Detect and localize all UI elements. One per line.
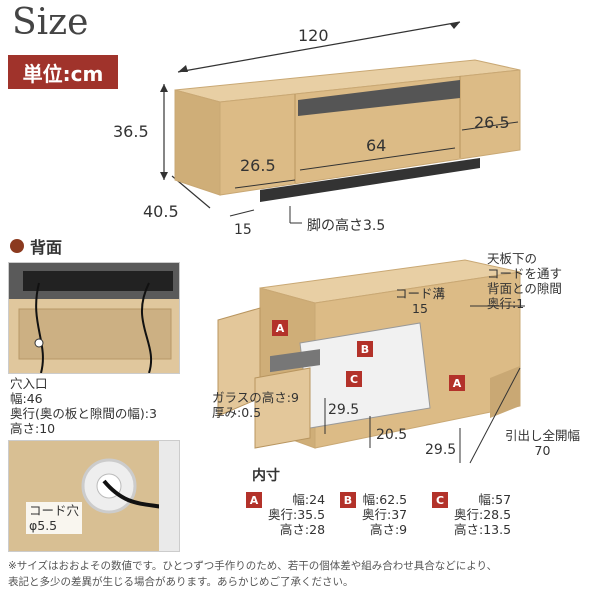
gap-line: 奥行:1 [487, 296, 525, 311]
center-drawer-label: 64 [366, 136, 387, 155]
cord-hole-spec: コード穴 φ5.5 [26, 502, 83, 534]
hole-spec-line: 高さ:10 [10, 421, 56, 436]
glass-window [298, 80, 460, 116]
inner-c-depth: 奥行:28.5 [454, 507, 512, 522]
marker-a-left: A [272, 320, 288, 336]
bullet-icon [10, 239, 24, 253]
left-door-label: 26.5 [240, 156, 276, 175]
inner-b-height: 高さ:9 [369, 522, 408, 537]
leg-height-label: 脚の高さ3.5 [307, 218, 386, 234]
marker-c: C [346, 371, 362, 387]
footnote: ※サイズはおおよその数値です。ひとつずつ手作りのため、若干の個体差や組み合わせ具… [8, 558, 598, 590]
inner-b-depth: 奥行:37 [362, 507, 408, 522]
marker-a-right: A [449, 375, 465, 391]
cord-groove-line: 15 [412, 301, 428, 316]
back-heading-text: 背面 [30, 238, 63, 257]
inner-a-width: 幅:24 [292, 492, 326, 507]
inner-a-depth: 奥行:35.5 [268, 507, 326, 522]
pull-spec: 引出し全開幅 70 [505, 428, 580, 458]
inner-a-height: 高さ:28 [279, 522, 326, 537]
gap-line: コードを通す [487, 266, 563, 281]
back-heading: 背面 [10, 234, 62, 258]
cord-hole-line: φ5.5 [29, 518, 58, 533]
cord-hole-photo [8, 440, 180, 552]
dim-29-5-b: 29.5 [425, 442, 457, 458]
hole-spec: 穴入口 幅:46 奥行(奥の板と隙間の幅):3 高さ:10 [10, 376, 157, 436]
cord-groove-spec: コード溝 15 [395, 286, 445, 316]
width-label: 120 [298, 26, 329, 45]
tv-board-illustration [160, 21, 521, 224]
leg-offset-label: 15 [234, 222, 252, 238]
dim-20-5: 20.5 [376, 427, 408, 443]
pull-line: 70 [534, 443, 551, 458]
inner-badge-c: C [432, 492, 448, 508]
hole-spec-line: 穴入口 [10, 376, 48, 391]
footnote-line: ※サイズはおおよその数値です。ひとつずつ手作りのため、若干の個体差や組み合わせ具… [8, 560, 498, 572]
av-device [23, 271, 173, 291]
inner-col-c: C 幅:57 奥行:28.5 高さ:13.5 [432, 492, 511, 537]
inner-heading: 内寸 [252, 468, 280, 484]
gap-line: 天板下の [487, 251, 538, 266]
side-face [174, 89, 221, 196]
inner-b-width: 幅:62.5 [362, 492, 408, 507]
dim-29-5-a: 29.5 [328, 402, 360, 418]
gap-line: 背面との隙間 [487, 281, 562, 296]
marker-b: B [357, 341, 373, 357]
height-label: 36.5 [113, 122, 149, 141]
inner-badge-a: A [246, 492, 262, 508]
inner-col-a: A 幅:24 奥行:35.5 高さ:28 [246, 492, 325, 537]
depth-label: 40.5 [143, 202, 179, 221]
page-title: Size [12, 2, 89, 43]
glass-line: ガラスの高さ:9 [212, 390, 299, 405]
plinth [260, 158, 480, 202]
cabinet-open-illustration [217, 259, 525, 464]
inner-col-b: B 幅:62.5 奥行:37 高さ:9 [340, 492, 407, 537]
cord-hole-line: コード穴 [29, 503, 80, 518]
cord-groove-line: コード溝 [395, 286, 446, 301]
unit-badge: 単位:cm [8, 55, 118, 89]
glass-line: 厚み:0.5 [212, 405, 262, 420]
side-door-label: 26.5 [474, 113, 510, 132]
back-photo [8, 262, 180, 374]
hole-spec-line: 幅:46 [10, 391, 43, 406]
inner-badge-b: B [340, 492, 356, 508]
glass-spec: ガラスの高さ:9 厚み:0.5 [212, 390, 299, 420]
footnote-line: 表記と多少の差異が生じる場合があります。あらかじめご了承ください。 [8, 576, 354, 588]
gap-spec: 天板下の コードを通す 背面との隙間 奥行:1 [487, 251, 562, 311]
width-arrow [177, 21, 461, 73]
pull-line: 引出し全開幅 [505, 428, 581, 443]
drawer-front [254, 367, 311, 449]
inner-c-height: 高さ:13.5 [454, 522, 512, 537]
inner-c-width: 幅:57 [478, 492, 512, 507]
hole-spec-line: 奥行(奥の板と隙間の幅):3 [10, 406, 157, 421]
